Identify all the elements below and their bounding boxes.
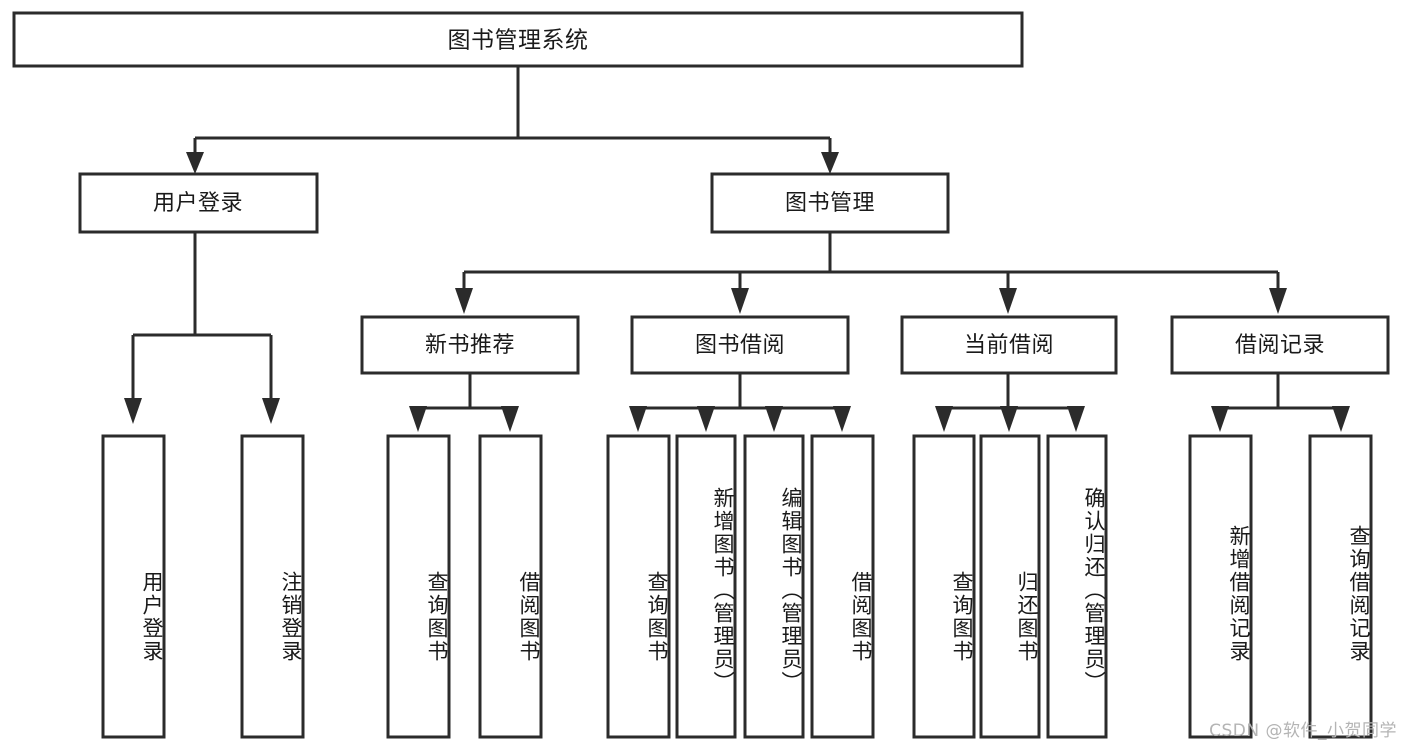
leaf-borrow-book-2-box[interactable] — [810, 434, 875, 739]
arrow-head-leaf-add-book — [697, 406, 715, 432]
node-root-label: 图书管理系统 — [448, 28, 589, 54]
arrow-head-leaf-edit-book — [765, 406, 783, 432]
leaf-return-book-box[interactable] — [979, 434, 1041, 739]
node-new-book-recommend-box[interactable] — [360, 315, 580, 375]
node-root[interactable]: 图书管理系统 — [12, 11, 1024, 68]
arrow-head-leaf-borrow-book-1 — [501, 406, 519, 432]
node-book-borrow-label: 图书借阅 — [695, 333, 785, 358]
node-root-box[interactable] — [12, 11, 1024, 68]
leaf-query-book-2-box[interactable] — [606, 434, 671, 739]
arrow-head-new-book-recommend — [455, 288, 473, 314]
node-borrow-record-label: 借阅记录 — [1235, 333, 1325, 358]
leaf-add-book-box[interactable] — [675, 434, 737, 739]
arrow-head-leaf-return-book — [1000, 406, 1018, 432]
leaf-box-layer — [101, 434, 1373, 739]
node-book-borrow-box[interactable] — [630, 315, 850, 375]
arrow-head-book-borrow — [731, 288, 749, 314]
arrow-head-leaf-borrow-book-2 — [833, 406, 851, 432]
arrow-head-leaf-query-book-3 — [935, 406, 953, 432]
leaf-user-login-box[interactable] — [101, 434, 166, 739]
node-book-management-box[interactable] — [710, 172, 950, 234]
node-current-borrow-box[interactable] — [900, 315, 1118, 375]
arrow-head-borrow-record — [1269, 288, 1287, 314]
node-book-management[interactable]: 图书管理 — [710, 172, 950, 234]
leaf-borrow-book-1-box[interactable] — [478, 434, 543, 739]
arrow-head-leaf-user-login — [124, 398, 142, 424]
node-current-borrow-label: 当前借阅 — [964, 333, 1054, 358]
node-new-book-recommend[interactable]: 新书推荐 — [360, 315, 580, 375]
arrow-head-leaf-confirm-return — [1067, 406, 1085, 432]
arrow-head-leaf-query-record — [1332, 406, 1350, 432]
arrow-head-leaf-query-book-2 — [629, 406, 647, 432]
leaf-query-record-box[interactable] — [1308, 434, 1373, 739]
arrow-head-book-management — [821, 152, 839, 174]
node-user-login[interactable]: 用户登录 — [78, 172, 319, 234]
arrow-head-user-login — [186, 152, 204, 174]
leaf-query-book-1-box[interactable] — [386, 434, 451, 739]
node-borrow-record-box[interactable] — [1170, 315, 1390, 375]
node-borrow-record[interactable]: 借阅记录 — [1170, 315, 1390, 375]
node-book-borrow[interactable]: 图书借阅 — [630, 315, 850, 375]
node-book-management-label: 图书管理 — [785, 191, 875, 216]
node-current-borrow[interactable]: 当前借阅 — [900, 315, 1118, 375]
connector-layer — [124, 66, 1350, 432]
leaf-query-book-3-box[interactable] — [912, 434, 976, 739]
leaf-edit-book-box[interactable] — [743, 434, 805, 739]
node-user-login-label: 用户登录 — [153, 191, 243, 216]
leaf-confirm-return-box[interactable] — [1046, 434, 1108, 739]
leaf-user-logout-box[interactable] — [240, 434, 305, 739]
arrow-head-leaf-add-record — [1211, 406, 1229, 432]
arrow-head-current-borrow — [999, 288, 1017, 314]
leaf-add-record-box[interactable] — [1188, 434, 1253, 739]
node-user-login-box[interactable] — [78, 172, 319, 234]
arrow-head-leaf-user-logout — [262, 398, 280, 424]
node-new-book-recommend-label: 新书推荐 — [425, 333, 515, 358]
arrow-head-leaf-query-book-1 — [409, 406, 427, 432]
csdn-watermark: CSDN @软件_小贺同学 — [1209, 721, 1397, 741]
